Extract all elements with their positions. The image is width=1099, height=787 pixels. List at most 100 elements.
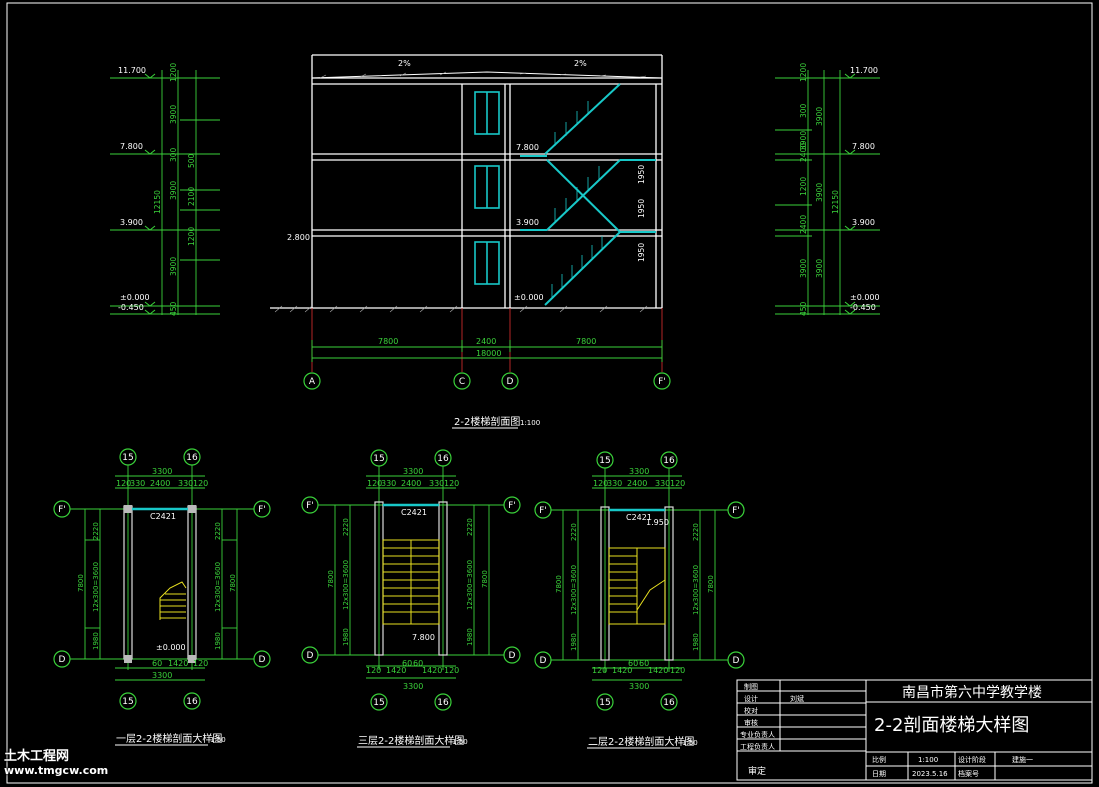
- watermark-name: 土木工程网: [4, 749, 70, 764]
- section-view: [110, 54, 880, 390]
- p1-title: 一层2-2楼梯剖面大样图: [116, 732, 222, 745]
- p1-top-d2: 330: [130, 479, 145, 488]
- p3-axis-d-right: D: [733, 656, 740, 666]
- p1-axis-d-left: D: [59, 655, 66, 665]
- drawing-frame: [6, 2, 1093, 784]
- p3-axis-f-left: F': [539, 506, 547, 516]
- section-scale: 1:100: [520, 419, 540, 427]
- tb-scale-value: 1:100: [918, 756, 938, 764]
- p1-top-d5: 120: [193, 479, 208, 488]
- p2-axis-15-bottom: 15: [373, 698, 384, 708]
- right-total: 12150: [831, 190, 840, 214]
- plan-2-geometry: [301, 449, 521, 711]
- p2-axis-16-bottom: 16: [437, 698, 449, 708]
- p1-bottom-d1: 60: [152, 659, 162, 668]
- p2-left-d2: 7800: [327, 570, 335, 588]
- p3-right-d3: 7800: [707, 575, 715, 593]
- p2-bottom-d2: 1420: [386, 666, 406, 675]
- p3-right-d2: 12x300=3600: [692, 565, 700, 615]
- p1-right-d1: 2220: [214, 522, 222, 540]
- p3-left-d4: 1980: [570, 633, 578, 651]
- p2-right-d2: 12x300=3600: [466, 560, 474, 610]
- p2-top-d5: 120: [444, 479, 459, 488]
- slope-label-left: 2%: [398, 59, 411, 68]
- level-right-7800: 7.800: [852, 142, 875, 151]
- p2-bottom-d6: 120: [444, 666, 459, 675]
- right-mid-3: 3900: [815, 259, 824, 278]
- p1-axis-16: 16: [186, 453, 198, 463]
- p2-top-d3: 2400: [401, 479, 421, 488]
- p3-top-d5: 120: [670, 479, 685, 488]
- tb-stage-label: 设计阶段: [958, 755, 986, 764]
- p2-bottom-d7: 3300: [403, 682, 423, 691]
- tb-date-value: 2023.5.16: [912, 770, 948, 778]
- p2-axis-d-right: D: [509, 651, 516, 661]
- p1-top-d4: 330: [178, 479, 193, 488]
- p2-left-d3: 12x300=3600: [342, 560, 350, 610]
- p2-window: C2421: [401, 508, 427, 517]
- p3-bottom-d7: 3300: [629, 682, 649, 691]
- p2-title: 三层2-2楼梯剖面大样图: [358, 734, 464, 747]
- p1-level: ±0.000: [156, 643, 186, 652]
- title-block: 南昌市第六中学教学楼 2-2剖面楼梯大样图 制图 设计 刘斌 校对 审核 专业负…: [740, 682, 1042, 778]
- p2-right-d3: 7800: [481, 570, 489, 588]
- p1-left-d3: 12x300=3600: [92, 562, 100, 612]
- stair-dim-1: 1950: [637, 165, 646, 184]
- slope-label-right: 2%: [574, 59, 587, 68]
- p3-window: C2421: [626, 513, 652, 522]
- p1-axis-16-bottom: 16: [186, 697, 198, 707]
- stair-dim-2: 1950: [637, 199, 646, 218]
- watermark-url: www.tmgcw.com: [4, 764, 109, 777]
- section-title: 2-2楼梯剖面图: [454, 415, 520, 428]
- tb-scale-label: 比例: [872, 755, 886, 764]
- plan-3-geometry: [534, 451, 745, 711]
- tb-row-label-2: 设计: [744, 694, 758, 703]
- p3-right-d4: 1980: [692, 633, 700, 651]
- bottom-total: 18000: [476, 349, 501, 358]
- left-dim-4: 3900: [169, 181, 178, 200]
- p1-top-d3: 2400: [150, 479, 170, 488]
- right-dim-1: 1200: [799, 63, 808, 82]
- plan-1-text: 15 16 F' F' D D 15 16 3300 120 330 2400 …: [58, 453, 266, 745]
- p3-right-d1: 2220: [692, 523, 700, 541]
- p3-axis-16-bottom: 16: [663, 698, 675, 708]
- p2-bottom-d4: 60: [413, 659, 423, 668]
- p2-right-d1: 2220: [466, 518, 474, 536]
- p1-left-d2: 7800: [77, 574, 85, 592]
- p3-axis-15: 15: [599, 456, 610, 466]
- bottom-dim-1: 7800: [378, 337, 398, 346]
- p3-top-d3: 2400: [627, 479, 647, 488]
- right-dim-8: 450: [799, 301, 808, 316]
- right-dim-7: 3900: [799, 259, 808, 278]
- tb-approve-label: 审定: [748, 765, 766, 777]
- level-right-3900: 3.900: [852, 218, 875, 227]
- p2-axis-d-left: D: [307, 651, 314, 661]
- plan-1-geometry: [53, 448, 271, 710]
- tb-date-label: 日期: [872, 770, 886, 778]
- p2-level: 7.800: [412, 633, 435, 642]
- p1-axis-d-right: D: [259, 655, 266, 665]
- p2-axis-f-left: F': [306, 501, 314, 511]
- p3-top-d1: 120: [593, 479, 608, 488]
- p2-bottom-d1: 120: [366, 666, 381, 675]
- p3-bottom-d1: 120: [592, 666, 607, 675]
- p1-right-d4: 1980: [214, 632, 222, 650]
- level-right-0: ±0.000: [850, 293, 880, 302]
- tb-drawing-name: 2-2剖面楼梯大样图: [874, 715, 1029, 736]
- left-mid-1: 500: [187, 153, 196, 168]
- plan-2-text: 15 16 F' F' D D 15 16 3300 120 330 2400 …: [306, 454, 516, 747]
- stair-dim-3: 1950: [637, 243, 646, 262]
- tb-archive-label: 档案号: [958, 769, 979, 778]
- p1-top-dim: 3300: [152, 467, 172, 476]
- p3-left-d1: 2220: [570, 523, 578, 541]
- p2-right-d4: 1980: [466, 628, 474, 646]
- inner-level-7800: 7.800: [516, 143, 539, 152]
- tb-row-label-1: 制图: [744, 682, 758, 691]
- tb-row-label-5: 专业负责人: [740, 730, 775, 739]
- right-dim-6: 2400: [799, 215, 808, 234]
- tb-project: 南昌市第六中学教学楼: [902, 684, 1042, 701]
- p2-top-d2: 330: [381, 479, 396, 488]
- p3-left-d2: 7800: [555, 575, 563, 593]
- p3-bottom-d5: 1420: [648, 666, 668, 675]
